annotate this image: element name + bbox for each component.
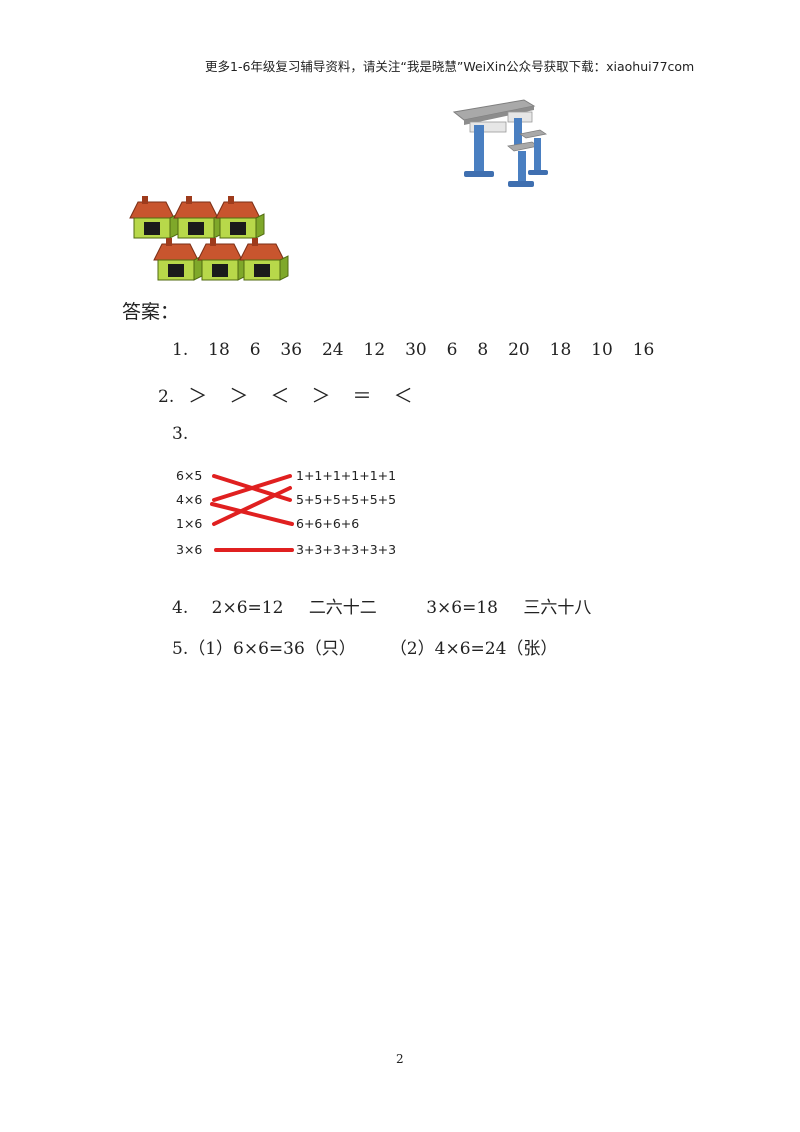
answers-title: 答案： — [122, 301, 180, 323]
answer-1-value: 18 — [549, 340, 572, 360]
answer-1-value: 18 — [208, 340, 230, 360]
answer-4-part: 3×6=18 — [426, 598, 498, 618]
answer-3-label: 3. — [172, 424, 189, 444]
match-line — [210, 502, 294, 526]
answer-1-value: 12 — [363, 340, 386, 360]
match-right-item: 1+1+1+1+1+1 — [296, 468, 396, 483]
answer-5-part2: （2）4×6=24（张） — [389, 639, 558, 659]
answer-1-value: 6 — [446, 340, 458, 360]
answer-2-value: ＞ — [229, 385, 249, 407]
answer-4: 4. 2×6=12 二六十二 3×6=18 三六十八 — [172, 593, 611, 618]
answer-2-label: 2. — [158, 387, 175, 407]
matching-diagram: 6×5 4×6 1×6 3×6 1+1+1+1+1+1 5+5+5+5+5+5 … — [176, 468, 396, 557]
answer-2-value: ＜ — [393, 385, 413, 407]
answer-5-label: 5. — [172, 639, 189, 659]
answer-1-value: 20 — [508, 340, 530, 360]
answer-2-value: ＞ — [311, 385, 331, 407]
match-left-item: 4×6 — [176, 492, 202, 507]
match-right-item: 6+6+6+6 — [296, 516, 359, 531]
page-header: 更多1-6年级复习辅导资料，请关注“我是晓慧”WeiXin公众号获取下载：xia… — [205, 59, 695, 74]
answer-1: 1. 18 6 36 24 12 30 6 8 20 18 10 16 — [172, 340, 669, 360]
answer-2: 2. ＞ ＞ ＜ ＞ ＝ ＜ — [158, 381, 429, 408]
answer-4-label: 4. — [172, 598, 189, 618]
answer-4-part: 二六十二 — [308, 598, 377, 618]
match-left-item: 3×6 — [176, 542, 202, 557]
answer-1-value: 36 — [280, 340, 303, 360]
match-line — [212, 474, 292, 502]
answer-1-value: 8 — [477, 340, 489, 360]
match-right-item: 3+3+3+3+3+3 — [296, 542, 396, 557]
match-right-item: 5+5+5+5+5+5 — [296, 492, 396, 507]
answer-4-part: 三六十八 — [523, 598, 592, 618]
answer-2-value: ＜ — [270, 385, 290, 407]
answer-4-part: 2×6=12 — [211, 598, 284, 618]
desk-illustration — [452, 99, 548, 187]
answer-2-value: ＞ — [188, 385, 208, 407]
houses-illustration — [129, 195, 289, 281]
answer-1-value: 30 — [405, 340, 427, 360]
page-number: 2 — [396, 1052, 404, 1066]
answer-5-part1: （1）6×6=36（只） — [188, 639, 356, 659]
answer-1-value: 16 — [632, 340, 655, 360]
answer-1-value: 10 — [591, 340, 613, 360]
answer-2-value: ＝ — [352, 385, 372, 407]
answer-1-value: 6 — [249, 340, 261, 360]
match-line — [212, 486, 292, 526]
answer-5: 5.（1）6×6=36（只） （2）4×6=24（张） — [172, 634, 557, 659]
answer-1-label: 1. — [172, 340, 189, 360]
match-left-item: 1×6 — [176, 516, 202, 531]
match-left-item: 6×5 — [176, 468, 202, 483]
answer-1-value: 24 — [321, 340, 344, 360]
